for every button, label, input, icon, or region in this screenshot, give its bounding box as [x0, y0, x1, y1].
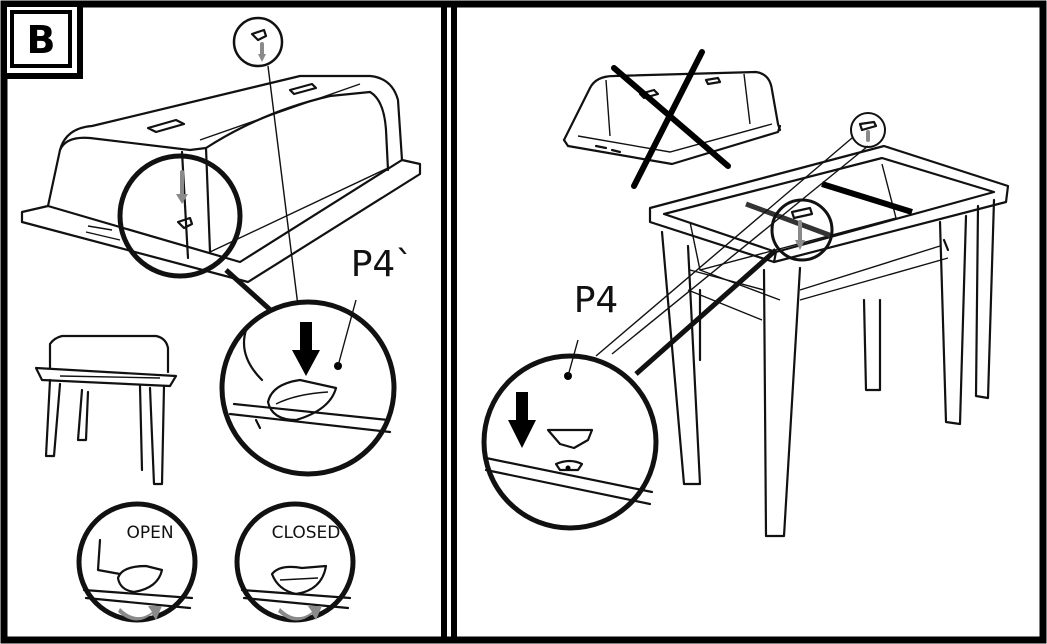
- clip-icon: [250, 28, 268, 42]
- clip-icon: [176, 216, 194, 230]
- planter-box: [648, 144, 1010, 538]
- rotate-arrow-icon: [278, 606, 322, 621]
- left-panel: P4` OPEN CLOSED: [20, 16, 422, 623]
- cover-zoom-circle: [117, 153, 243, 279]
- rotate-arrow-icon: [118, 606, 162, 621]
- planter-thumbnail: [34, 334, 178, 486]
- callout-label-p4: P4: [574, 280, 619, 321]
- down-arrow-icon: [516, 392, 528, 422]
- step-badge: B: [1, 1, 83, 79]
- callout-label-p4-prime: P4`: [351, 244, 414, 285]
- clip-icon: [790, 206, 814, 220]
- greenhouse-cover: [20, 74, 422, 284]
- closed-state-circle: CLOSED: [234, 501, 356, 623]
- closed-label: CLOSED: [272, 523, 341, 543]
- down-arrow-icon: [176, 194, 188, 204]
- incorrect-cover: [562, 49, 782, 189]
- down-arrow-icon: [300, 322, 312, 352]
- top-clip-circle: [232, 16, 284, 68]
- right-panel: P4: [481, 49, 1010, 538]
- clip-detail-circle-right: [481, 339, 659, 531]
- open-state-circle: OPEN: [76, 501, 198, 623]
- step-letter: B: [27, 18, 56, 62]
- open-label: OPEN: [126, 523, 173, 543]
- clip-detail-circle: [219, 299, 397, 477]
- top-clip-circle-right: [850, 112, 886, 148]
